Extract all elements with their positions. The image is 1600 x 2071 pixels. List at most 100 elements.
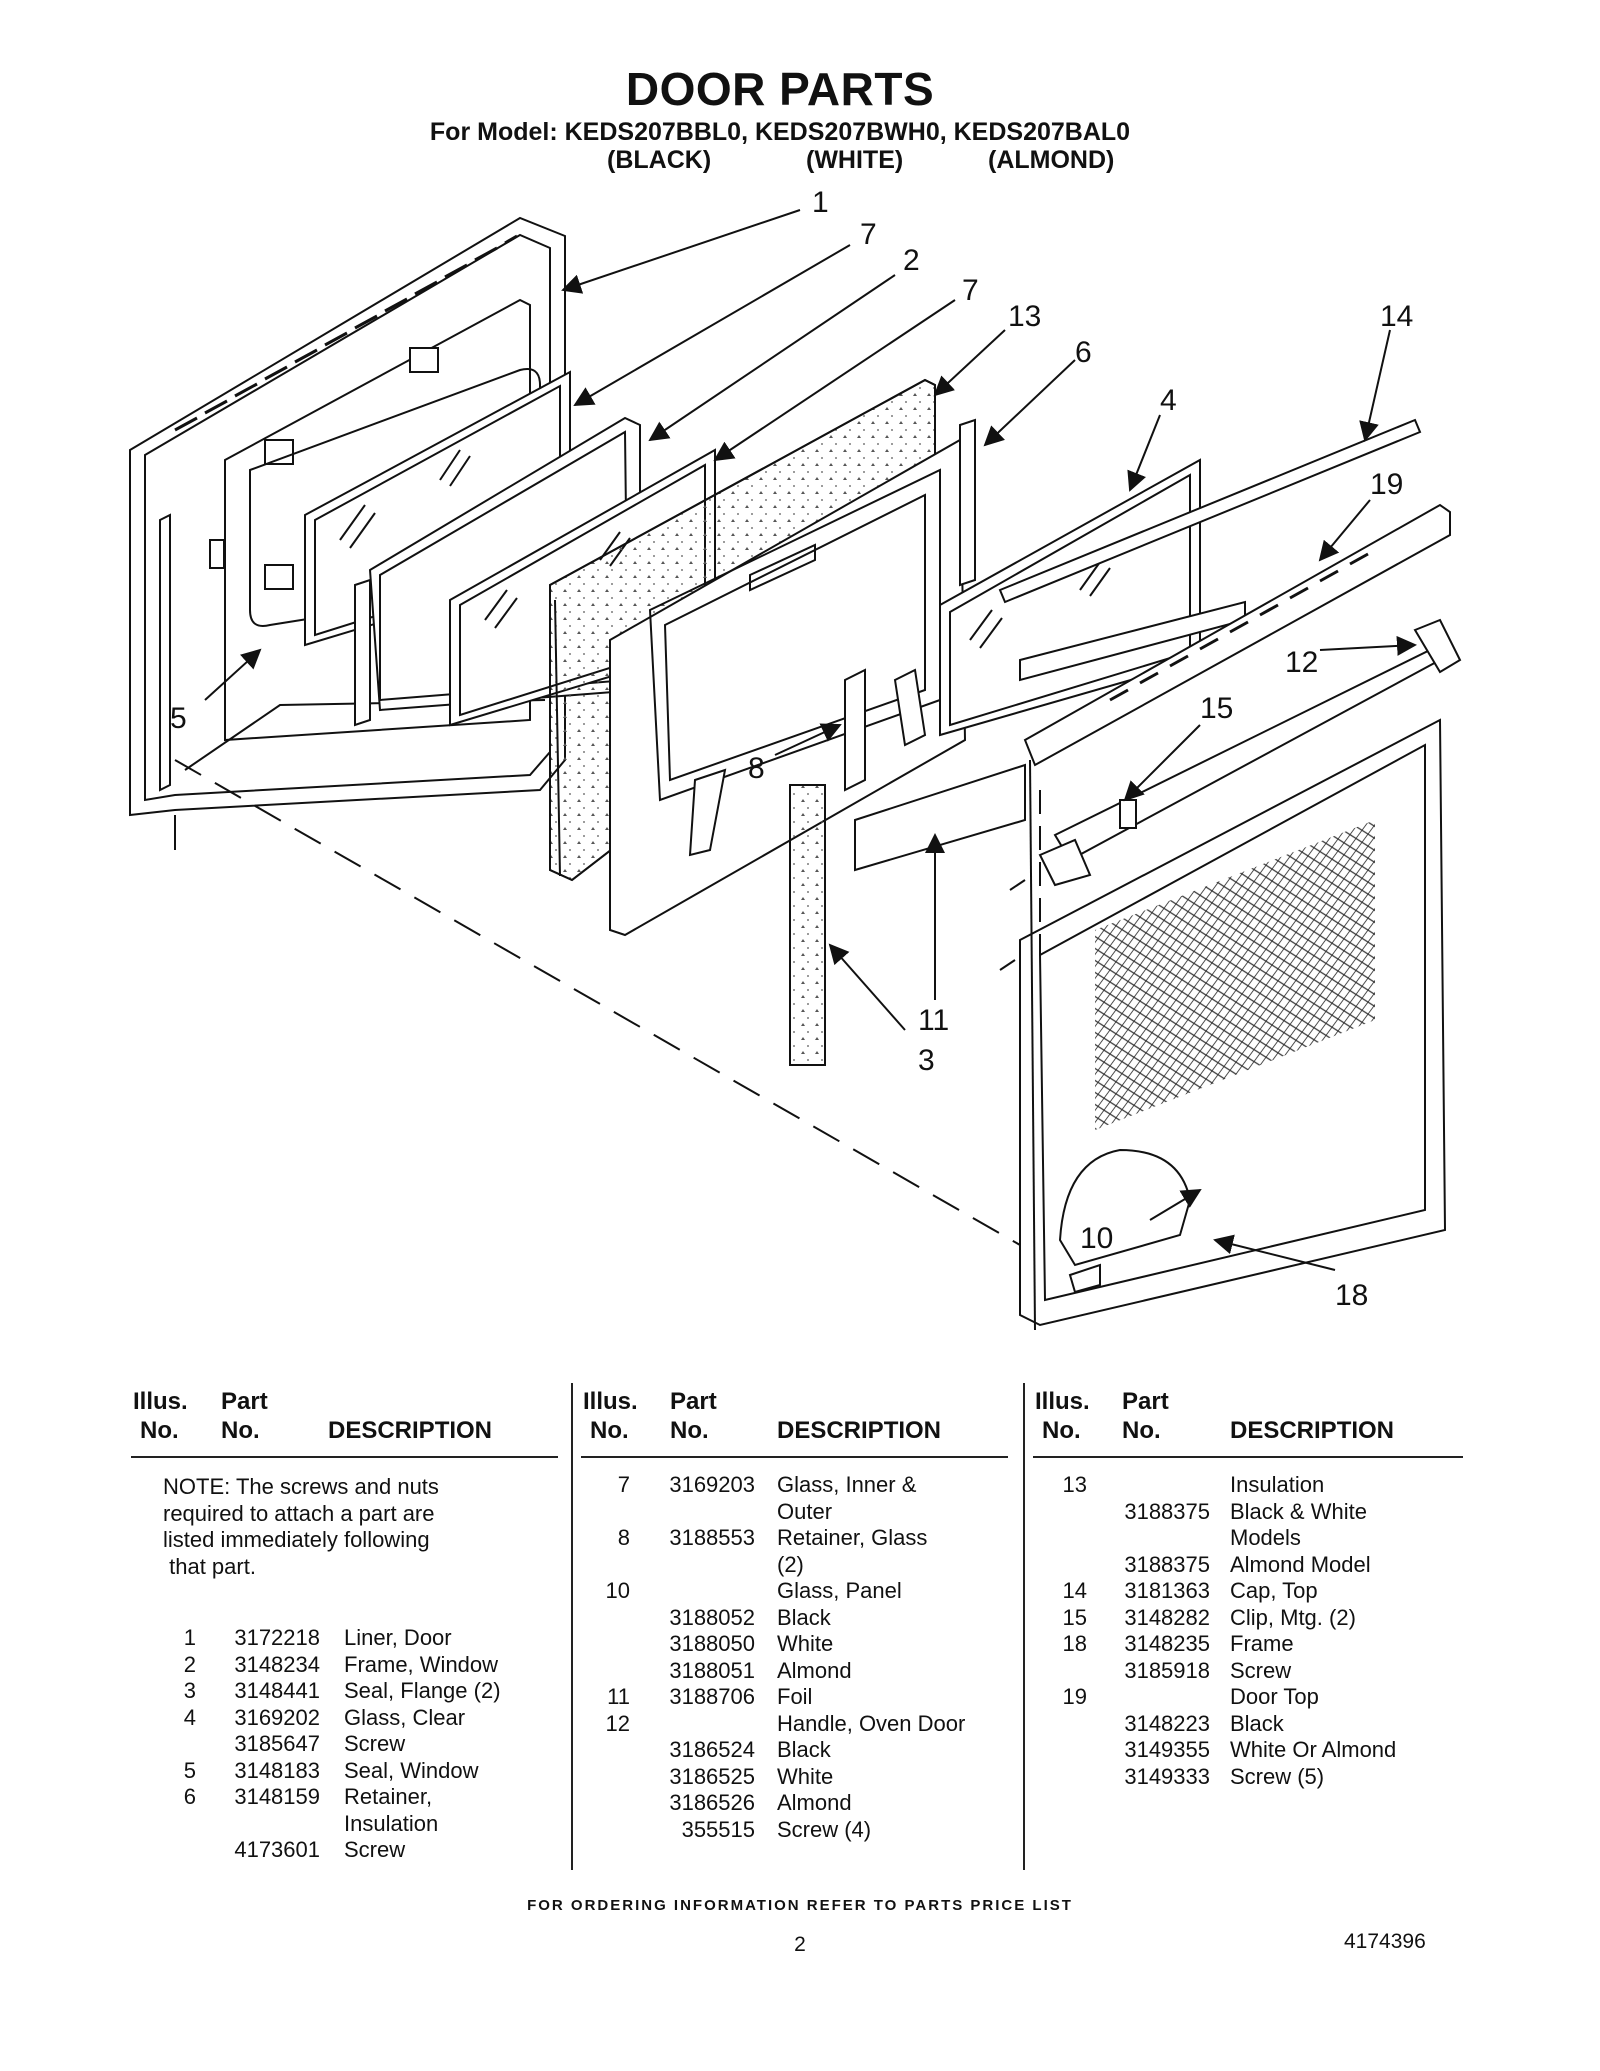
color-black: (BLACK) [607, 146, 712, 174]
part-number: 3148223 [1124, 1710, 1210, 1736]
part-frame [1019, 718, 1447, 1331]
col2-description-header: DESCRIPTION [777, 1417, 942, 1444]
part-number: 3148234 [234, 1651, 320, 1677]
illus-number: 19 [1062, 1684, 1087, 1709]
part-description: Foil [777, 1684, 813, 1709]
col2-part-bottom: No. [670, 1417, 709, 1444]
part-description: Almond Model [1230, 1551, 1371, 1577]
note-line-3: listed immediately following [163, 1527, 430, 1552]
part-clear-glass [939, 458, 1246, 737]
part-description: Seal, Window [344, 1757, 479, 1783]
part-number: 3148282 [1124, 1604, 1210, 1630]
illus-number: 15 [1062, 1604, 1087, 1630]
part-description: Insulation [1230, 1472, 1325, 1497]
illus-number: 2 [183, 1651, 196, 1677]
illus-number: 3 [183, 1678, 196, 1703]
model-list: For Model: KEDS207BBL0, KEDS207BWH0, KED… [429, 118, 1131, 146]
col1-part-bottom: No. [221, 1417, 260, 1444]
assembly-note: NOTE: The screws and nuts required to at… [163, 1474, 439, 1580]
part-number: 3148235 [1124, 1631, 1210, 1656]
part-number: 3148183 [234, 1757, 320, 1783]
ordering-info-footer: FOR ORDERING INFORMATION REFER TO PARTS … [527, 1897, 1073, 1914]
color-almond: (ALMOND) [988, 146, 1115, 174]
illus-number: 8 [617, 1525, 630, 1550]
col3-part-top: Part [1122, 1388, 1169, 1415]
part-number: 3149333 [1124, 1763, 1210, 1789]
callout-14: 14 [1380, 300, 1413, 333]
illus-number: 14 [1062, 1578, 1087, 1603]
page-title: DOOR PARTS [625, 63, 935, 115]
callout-2: 2 [903, 244, 920, 277]
illus-number: 1 [183, 1625, 196, 1650]
part-description: Glass, Clear [344, 1704, 466, 1730]
part-description: Cap, Top [1230, 1578, 1318, 1603]
column-divider-1 [571, 1383, 573, 1870]
col1-part-top: Part [221, 1388, 268, 1415]
part-number: 3188375 [1124, 1551, 1210, 1577]
col3-description-header: DESCRIPTION [1230, 1417, 1395, 1444]
part-description: Screw [344, 1731, 406, 1756]
part-description: Black [777, 1737, 831, 1762]
illus-number: 6 [183, 1784, 196, 1809]
part-number: 3185647 [234, 1731, 320, 1756]
part-mtg-clip [1119, 799, 1137, 829]
part-number: 355515 [681, 1816, 755, 1842]
note-line-4: that part. [163, 1553, 256, 1579]
part-description: Insulation [344, 1810, 439, 1836]
illus-number: 11 [607, 1684, 630, 1709]
part-number: 3186525 [669, 1763, 755, 1789]
part-number: 3169202 [234, 1704, 320, 1730]
part-cap-top [998, 418, 1422, 604]
callout-19: 19 [1370, 468, 1403, 501]
callout-13: 13 [1008, 300, 1041, 333]
callout-12: 12 [1285, 646, 1318, 679]
illus-number: 13 [1062, 1472, 1087, 1497]
part-number: 3188050 [669, 1631, 755, 1656]
part-inner-door-panel [609, 418, 976, 937]
part-number: 3188052 [669, 1604, 755, 1630]
part-number: 3148441 [234, 1678, 320, 1703]
part-number: 3188706 [669, 1684, 755, 1709]
illus-number: 18 [1062, 1631, 1087, 1656]
part-number: 3188051 [669, 1657, 755, 1683]
note-line-2: required to attach a part are [163, 1500, 435, 1526]
part-number: 3186526 [669, 1790, 755, 1815]
col2-illus-bottom: No. [590, 1417, 629, 1444]
part-description: Black [1230, 1710, 1284, 1736]
part-door-top [1023, 503, 1451, 767]
callout-11: 11 [918, 1004, 949, 1037]
illus-number: 7 [617, 1472, 630, 1497]
part-description: Retainer, Glass [777, 1525, 928, 1550]
part-number: 3172218 [234, 1625, 320, 1650]
part-number: 3188553 [669, 1525, 755, 1550]
part-description: Frame, Window [344, 1651, 499, 1677]
part-description: (2) [777, 1551, 804, 1577]
part-number: 3148159 [234, 1784, 320, 1809]
part-description: Outer [777, 1498, 833, 1524]
illus-number: 10 [605, 1578, 630, 1603]
part-description: Retainer, [344, 1784, 433, 1809]
callout-7b: 7 [962, 274, 979, 307]
part-description: Clip, Mtg. (2) [1230, 1604, 1356, 1630]
col3-header-rule [1033, 1456, 1463, 1458]
part-description: Glass, Panel [777, 1578, 902, 1603]
callout-7a: 7 [860, 218, 877, 251]
illus-number: 4 [183, 1704, 196, 1730]
callout-4: 4 [1160, 384, 1177, 417]
col1-illus-top: Illus. [133, 1388, 188, 1415]
note-line-1: NOTE: The screws and nuts [163, 1474, 439, 1499]
part-description: Black & White [1230, 1498, 1367, 1524]
illus-number: 5 [183, 1757, 196, 1783]
part-number: 3185918 [1124, 1657, 1210, 1683]
part-number: 3169203 [669, 1472, 755, 1497]
part-number: 3186524 [669, 1737, 755, 1762]
col2-header-rule [581, 1456, 1008, 1458]
col1-illus-bottom: No. [140, 1417, 179, 1444]
part-number: 3149355 [1124, 1737, 1210, 1762]
col1-description-header: DESCRIPTION [328, 1417, 493, 1444]
col2-illus-top: Illus. [583, 1388, 638, 1415]
callout-6: 6 [1075, 336, 1092, 369]
document-number: 4174396 [1344, 1930, 1426, 1953]
callout-3: 3 [918, 1044, 935, 1077]
part-description: Black [777, 1604, 831, 1630]
